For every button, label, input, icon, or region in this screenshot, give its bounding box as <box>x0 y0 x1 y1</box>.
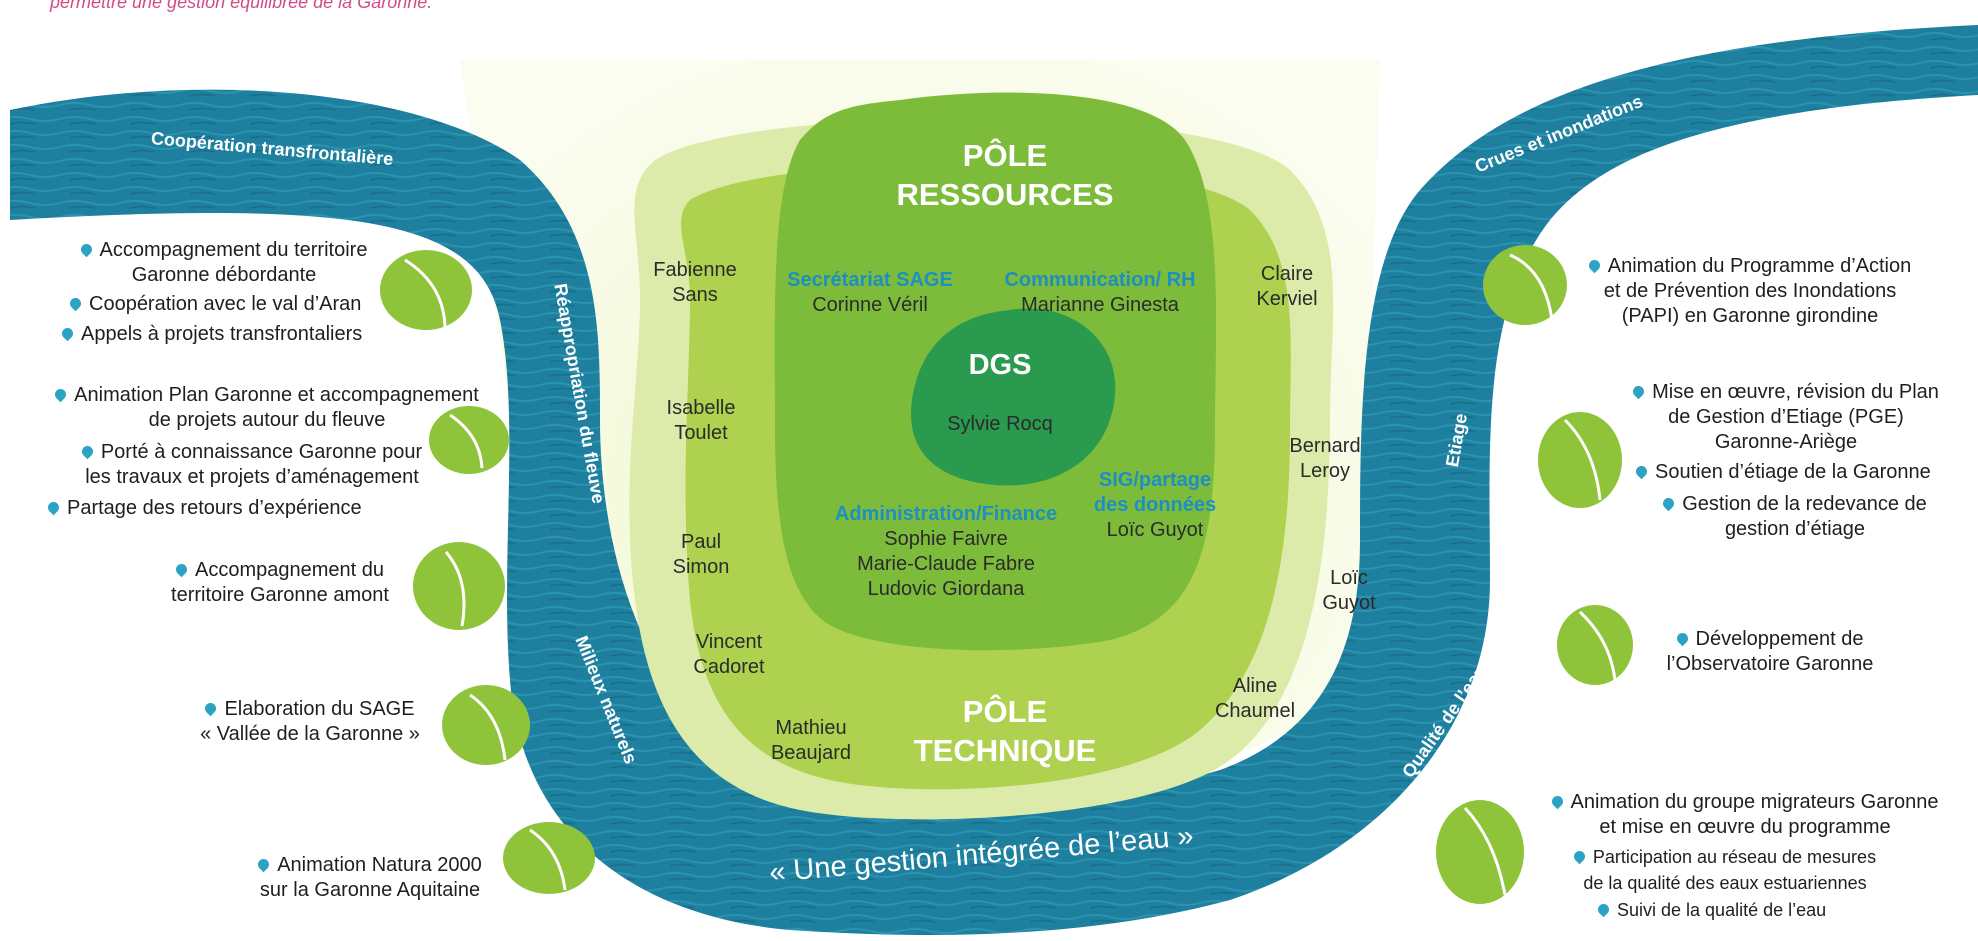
mission-right-2b: Soutien d’étiage de la Garonne <box>1636 460 1931 485</box>
pole-ressources-title: PÔLE RESSOURCES <box>896 138 1114 212</box>
leaf-icon <box>1436 800 1524 904</box>
leaf-icon <box>413 542 505 630</box>
unit-sig: SIG/partage des données Loïc Guyot <box>1093 469 1217 541</box>
leaf-icon <box>503 822 595 894</box>
leaf-icons <box>380 245 1633 904</box>
mission-left-1b: Coopération avec le val d’Aran <box>70 292 361 317</box>
leaf-icon <box>1557 605 1633 685</box>
dgs-name: Sylvie Rocq <box>947 413 1053 435</box>
mission-left-4: Elaboration du SAGE« Vallée de la Garonn… <box>190 697 430 747</box>
intro-text: permettre une gestion équilibrée de la G… <box>50 0 433 12</box>
unit-administration: Administration/Finance Sophie Faivre Mar… <box>834 503 1058 600</box>
river-band <box>10 25 1978 935</box>
mission-right-4c: Suivi de la qualité de l’eau <box>1598 898 1826 923</box>
dgs-shape <box>911 308 1116 486</box>
leaf-icon <box>442 685 530 765</box>
leaf-veins <box>404 253 1617 896</box>
leaf-icon <box>380 250 472 330</box>
mission-left-2c: Partage des retours d’expérience <box>48 496 362 521</box>
dgs-title: DGS <box>968 349 1032 381</box>
leaf-icon <box>1483 245 1567 325</box>
unit-communication: Communication/ RH Marianne Ginesta <box>1004 269 1196 316</box>
leaf-icon <box>429 406 509 474</box>
unit-secretariat: Secrétariat SAGE Corinne Véril <box>787 269 953 316</box>
pole-technique-title: PÔLE TECHNIQUE <box>913 694 1097 768</box>
mission-left-2a: Animation Plan Garonne et accompagnement… <box>42 383 492 433</box>
leaf-icon <box>1538 412 1622 508</box>
mission-left-1c: Appels à projets transfrontaliers <box>62 322 362 347</box>
